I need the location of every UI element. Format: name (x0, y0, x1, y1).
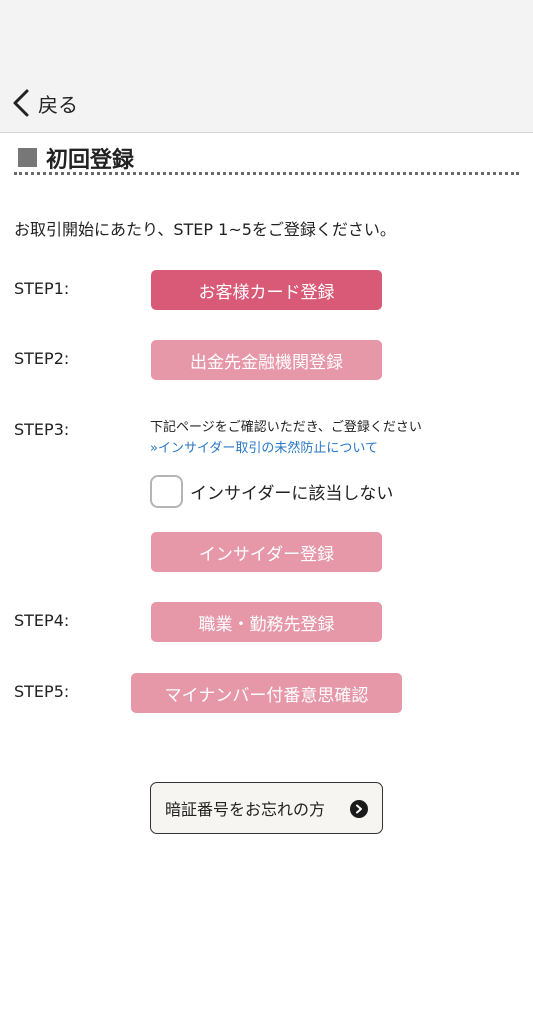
chevron-right-circle-icon (350, 800, 368, 818)
step1-label: STEP1: (14, 279, 70, 298)
step3-label: STEP3: (14, 420, 70, 439)
insider-register-button[interactable]: インサイダー登録 (151, 532, 382, 572)
occupation-register-button[interactable]: 職業・勤務先登録 (151, 602, 382, 642)
customer-card-register-button[interactable]: お客様カード登録 (151, 270, 382, 310)
step5-label: STEP5: (14, 682, 70, 701)
back-label: 戻る (38, 92, 78, 117)
insider-checkbox-row[interactable]: インサイダーに該当しない (150, 475, 393, 508)
page-title: 初回登録 (46, 147, 135, 173)
bank-account-register-button[interactable]: 出金先金融機関登録 (151, 340, 382, 380)
forgot-pin-label: 暗証番号をお忘れの方 (165, 800, 326, 819)
back-button[interactable]: 戻る (10, 86, 78, 120)
step4-label: STEP4: (14, 611, 70, 630)
step3-note: 下記ページをご確認いただき、ご登録ください (150, 420, 422, 435)
insider-checkbox-label: インサイダーに該当しない (190, 484, 394, 504)
section-title: 初回登録 (14, 143, 519, 175)
insider-checkbox[interactable] (150, 475, 183, 508)
forgot-pin-button[interactable]: 暗証番号をお忘れの方 (150, 782, 383, 834)
intro-text: お取引開始にあたり、STEP 1~5をご登録ください。 (14, 220, 396, 239)
my-number-confirm-button[interactable]: マイナンバー付番意思確認 (131, 673, 402, 713)
header-bar: 戻る (0, 0, 533, 133)
chevron-left-icon (13, 89, 29, 117)
step2-label: STEP2: (14, 349, 70, 368)
square-icon (18, 148, 37, 167)
insider-trading-link[interactable]: »インサイダー取引の未然防止について (150, 441, 379, 456)
